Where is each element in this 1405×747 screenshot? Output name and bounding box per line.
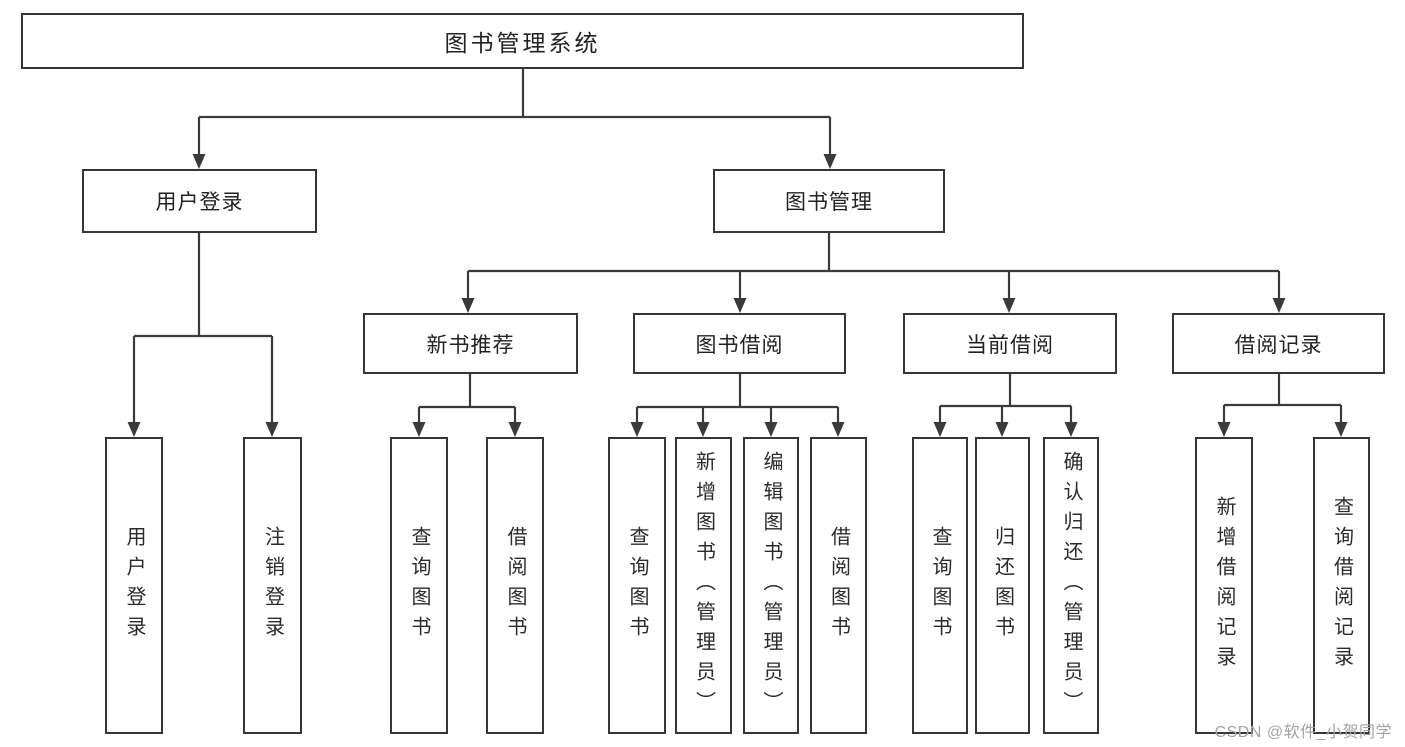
watermark: CSDN @软件_小贺同学: [1214, 724, 1392, 741]
connector-book-borrow-children: [630, 374, 845, 437]
leaf-add-borrow-record: 新增借阅记录: [1195, 437, 1253, 734]
leaf-label: 查询借阅记录: [1330, 495, 1353, 676]
leaf-label: 确认归还（管理员）: [1060, 450, 1082, 721]
node-book-management: 图书管理: [713, 169, 945, 233]
leaf-edit-book-admin: 编辑图书（管理员）: [743, 437, 799, 734]
node-book-borrow: 图书借阅: [633, 313, 846, 374]
node-borrow-records: 借阅记录: [1172, 313, 1385, 374]
leaf-label: 查询图书: [626, 525, 648, 646]
leaf-query-books-recommend: 查询图书: [390, 437, 448, 734]
connector-user-login-children: [127, 233, 279, 437]
leaf-user-login: 用户登录: [105, 437, 163, 734]
node-new-book-recommend: 新书推荐: [363, 313, 578, 374]
node-current-borrow: 当前借阅: [903, 313, 1117, 374]
node-root: 图书管理系统: [21, 13, 1024, 69]
leaf-label: 查询图书: [408, 525, 430, 646]
leaf-label: 新增图书（管理员）: [692, 450, 715, 721]
leaf-label: 借阅图书: [504, 525, 526, 646]
node-user-login: 用户登录: [82, 169, 317, 233]
leaf-label: 注销登录: [261, 525, 284, 646]
connector-current-borrow-children: [933, 374, 1078, 437]
leaf-return-books: 归还图书: [975, 437, 1030, 734]
leaf-label: 借阅图书: [827, 525, 850, 646]
leaf-label: 归还图书: [991, 525, 1014, 646]
leaf-borrow-books: 借阅图书: [810, 437, 867, 734]
connector-borrow-records-children: [1217, 374, 1348, 437]
leaf-confirm-return-admin: 确认归还（管理员）: [1043, 437, 1099, 734]
leaf-logout: 注销登录: [243, 437, 302, 734]
connector-new-book-recommend-children: [412, 374, 522, 437]
leaf-label: 用户登录: [123, 525, 145, 646]
leaf-label: 编辑图书（管理员）: [760, 450, 782, 721]
connector-book-management-children: [461, 233, 1286, 313]
leaf-query-books-current: 查询图书: [912, 437, 968, 734]
leaf-borrow-books-recommend: 借阅图书: [486, 437, 544, 734]
connector-root-to-level2: [192, 69, 837, 169]
leaf-label: 新增借阅记录: [1213, 495, 1235, 676]
leaf-query-borrow-record: 查询借阅记录: [1313, 437, 1370, 734]
leaf-label: 查询图书: [929, 525, 951, 646]
leaf-query-books-borrow: 查询图书: [608, 437, 666, 734]
leaf-add-book-admin: 新增图书（管理员）: [675, 437, 732, 734]
